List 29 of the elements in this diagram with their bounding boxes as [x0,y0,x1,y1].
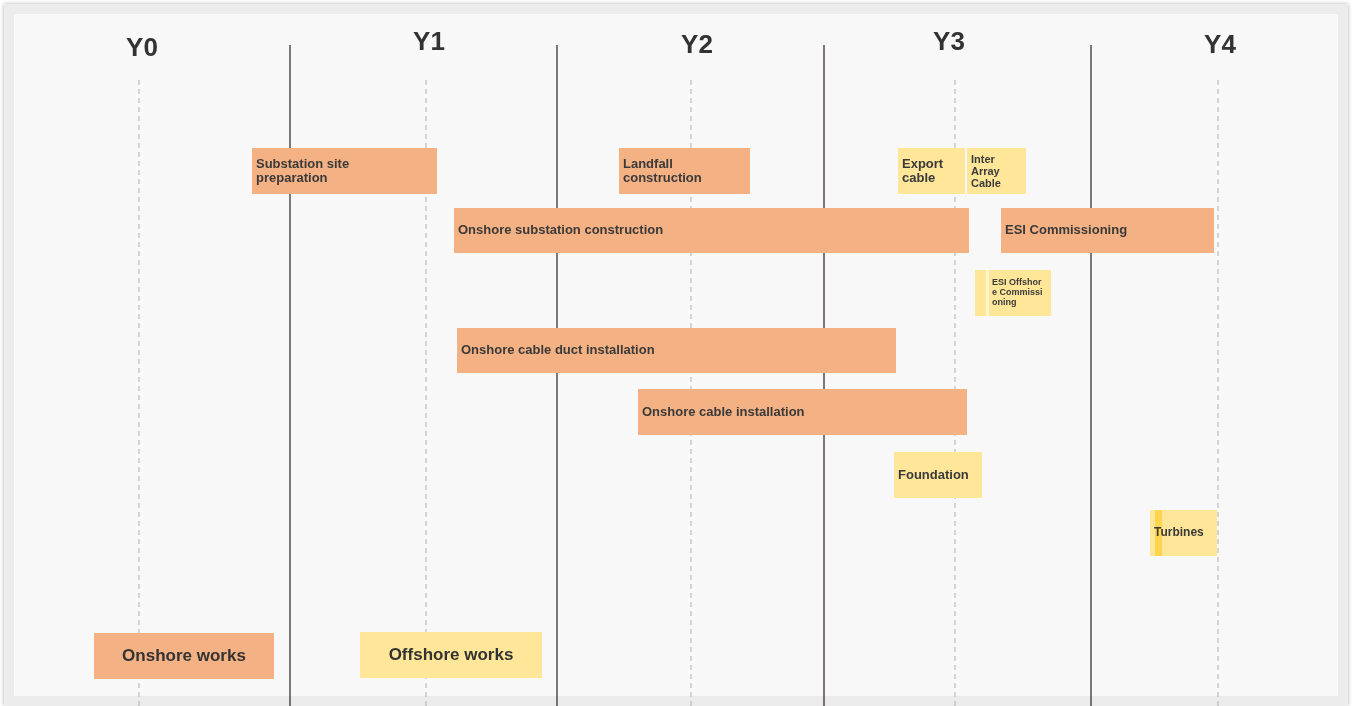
task-label: Onshore cable duct installation [461,343,655,358]
task-label: Onshore substation construction [458,223,664,238]
task-bar [894,452,982,498]
task-label: Foundation [898,467,969,483]
task-bar [1001,208,1214,253]
task-bar [252,148,437,194]
year-label: Y0 [126,34,158,60]
task-bar [967,148,1026,194]
task-bar [1150,510,1217,556]
task-bar [454,208,969,253]
year-label: Y2 [681,31,713,57]
year-label: Y4 [1204,31,1236,57]
task-bar [619,148,750,194]
task-label: ESI Offshore Commissioning [992,278,1044,308]
task-label: Substation site preparation [256,156,351,186]
task-label: Turbines [1154,526,1204,540]
task-bar [457,328,896,373]
task-bar [898,148,965,194]
task-label: Export cable [902,156,945,186]
legend-label: Offshore works [388,644,514,667]
year-label: Y1 [413,28,445,54]
task-label: Onshore cable installation [642,404,805,420]
task-label: ESI Commissioning [1005,223,1128,238]
task-bar [638,389,967,435]
legend-label: Onshore works [122,645,246,668]
task-label: Landfall construction [623,156,703,186]
task-bar [975,270,1051,316]
task-label: Inter Array Cable [971,152,1002,190]
year-label: Y3 [933,28,965,54]
